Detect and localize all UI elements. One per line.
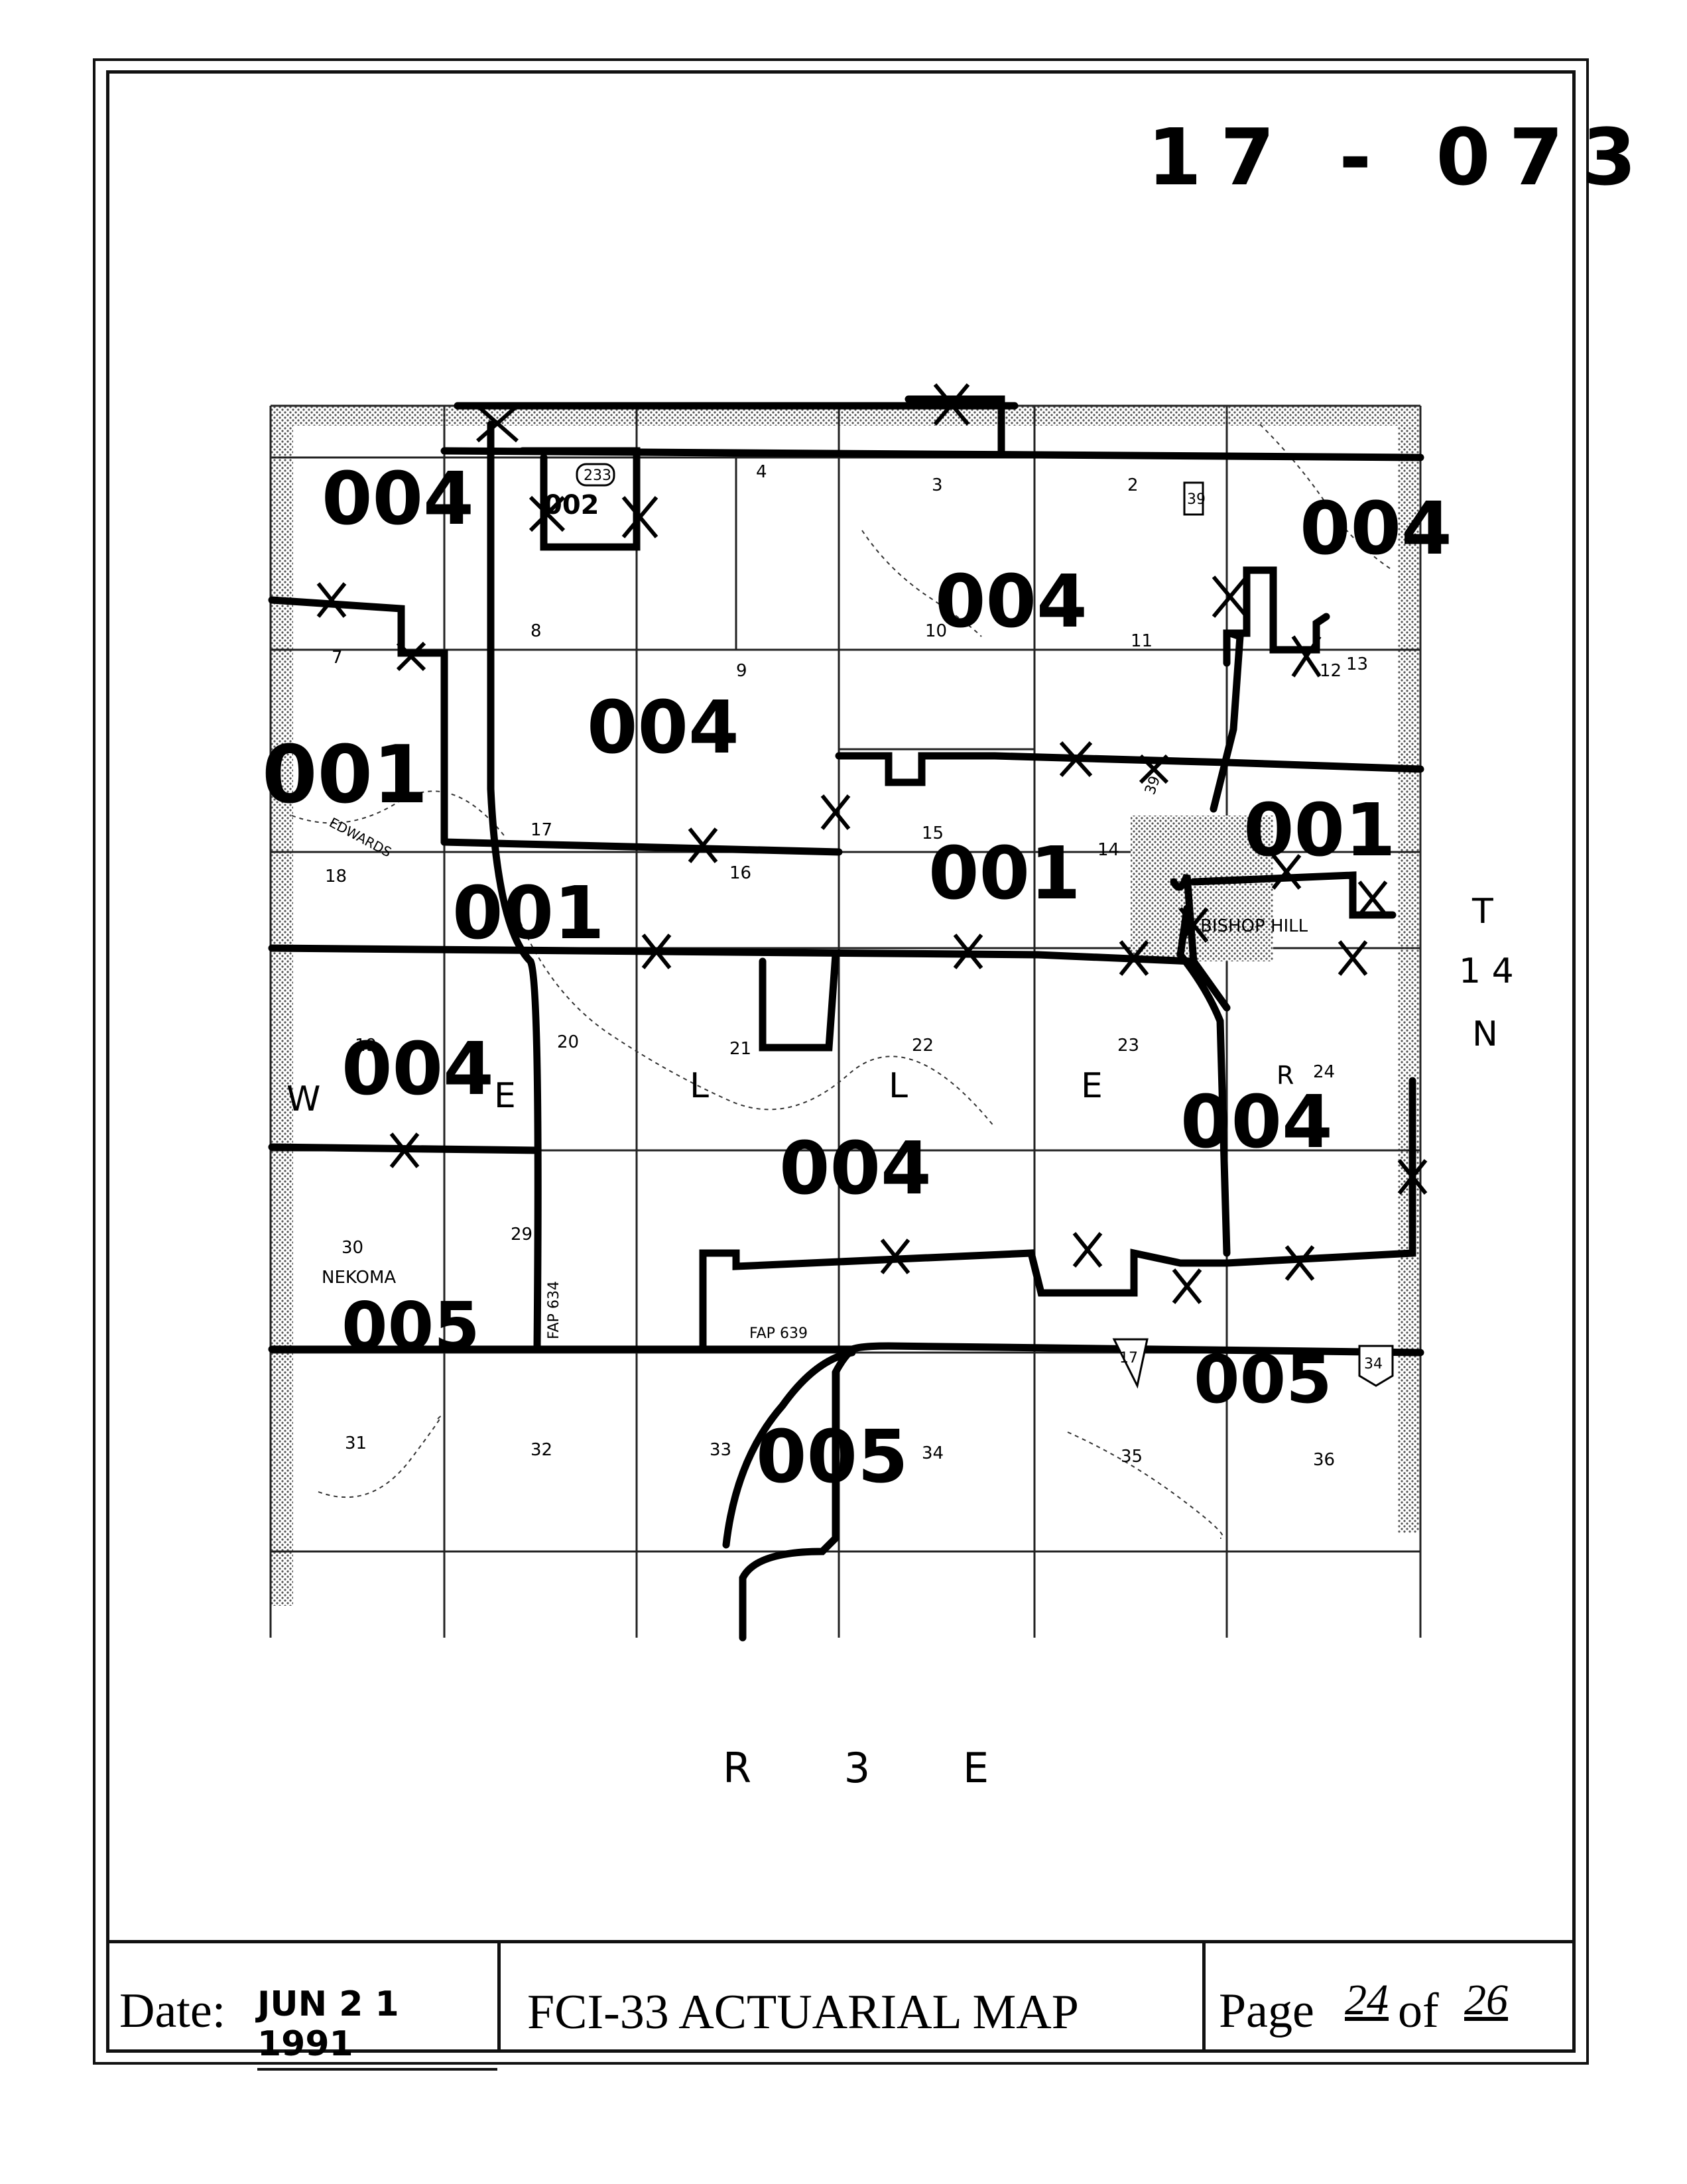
section-7: 7 bbox=[332, 648, 343, 668]
section-20: 20 bbox=[557, 1032, 579, 1052]
section-3: 3 bbox=[932, 475, 943, 495]
fap-634-label: FAP 634 bbox=[546, 1281, 562, 1339]
nekoma-label: NEKOMA bbox=[322, 1268, 396, 1288]
outer-frame bbox=[93, 58, 1589, 2065]
page-number: 24 bbox=[1345, 1976, 1389, 2024]
route-233-label: 233 bbox=[584, 467, 611, 484]
township-number-label: 1 4 bbox=[1459, 951, 1514, 991]
title-cell: FCI-33 ACTUARIAL MAP bbox=[501, 1943, 1206, 2053]
zone-codes: 004 002 004 004 004 001 001 001 001 004 … bbox=[262, 456, 1452, 1499]
x-marks bbox=[316, 383, 1428, 1304]
range-label: R 3 E bbox=[723, 1744, 1029, 1792]
section-33: 33 bbox=[710, 1440, 731, 1460]
date-stamp: JUN 2 1 1991 bbox=[257, 1984, 497, 2071]
of-label: of bbox=[1398, 1984, 1439, 2038]
zone-code: 005 bbox=[756, 1414, 908, 1499]
zone-code: 001 bbox=[262, 729, 428, 821]
fap-639-label: FAP 639 bbox=[749, 1325, 808, 1342]
map-number: 17 - 073 bbox=[1147, 111, 1655, 203]
section-30: 30 bbox=[342, 1238, 363, 1258]
route-34-label: 34 bbox=[1364, 1356, 1383, 1372]
section-15: 15 bbox=[922, 823, 944, 843]
bishop-hill-label: BISHOP HILL bbox=[1200, 916, 1308, 936]
township-n-label: N bbox=[1472, 1014, 1498, 1054]
letter-w: W bbox=[286, 1079, 320, 1119]
zone-code: 005 bbox=[1194, 1341, 1332, 1418]
boundary-strips bbox=[271, 406, 1420, 1606]
route-39-label: 39 bbox=[1187, 491, 1206, 508]
section-11: 11 bbox=[1131, 631, 1153, 651]
zone-code: 001 bbox=[452, 871, 605, 955]
inner-frame bbox=[106, 70, 1576, 2053]
zone-code: 005 bbox=[342, 1288, 480, 1365]
page-label: Page bbox=[1219, 1984, 1314, 2038]
letter-e-2: E bbox=[1081, 1066, 1103, 1106]
compass-letters: W E L L E R bbox=[286, 1061, 1294, 1119]
section-24: 24 bbox=[1313, 1062, 1335, 1082]
road-labels: 233 39 39 17 34 FAP 634 FAP 639 bbox=[546, 463, 1394, 1389]
zone-code: 004 bbox=[322, 456, 474, 541]
section-23: 23 bbox=[1117, 1036, 1139, 1056]
township-t-label: T bbox=[1472, 892, 1493, 932]
route-17-label: 17 bbox=[1119, 1350, 1138, 1366]
map-title: FCI-33 ACTUARIAL MAP bbox=[527, 1985, 1079, 2039]
section-numbers: 13 2 3 4 7 8 9 10 11 12 14 15 16 17 18 1… bbox=[325, 462, 1368, 1470]
section-31: 31 bbox=[345, 1433, 367, 1453]
section-4: 4 bbox=[756, 462, 767, 482]
zone-code: 002 bbox=[544, 490, 599, 520]
section-8: 8 bbox=[531, 621, 542, 641]
section-17: 17 bbox=[531, 820, 552, 840]
section-21: 21 bbox=[729, 1039, 751, 1059]
zone-code: 004 bbox=[587, 685, 739, 770]
zone-code: 001 bbox=[928, 831, 1081, 916]
section-18: 18 bbox=[325, 867, 347, 886]
letter-l-1: L bbox=[690, 1066, 709, 1106]
section-13: 13 bbox=[1346, 654, 1368, 674]
zone-code: 001 bbox=[1243, 788, 1396, 873]
section-14: 14 bbox=[1097, 840, 1119, 860]
letter-l-2: L bbox=[889, 1066, 908, 1106]
zone-boundaries bbox=[268, 395, 1424, 1642]
zone-code: 004 bbox=[1300, 486, 1452, 571]
section-12: 12 bbox=[1320, 661, 1342, 681]
zone-code: 004 bbox=[342, 1026, 494, 1111]
section-35: 35 bbox=[1121, 1447, 1143, 1467]
zone-code: 004 bbox=[1180, 1079, 1333, 1164]
section-2: 2 bbox=[1127, 475, 1139, 495]
streams bbox=[291, 424, 1393, 1539]
zone-code: 004 bbox=[935, 559, 1088, 644]
section-34: 34 bbox=[922, 1443, 944, 1463]
section-29: 29 bbox=[511, 1225, 532, 1244]
page-total: 26 bbox=[1464, 1976, 1508, 2024]
page-cell: Page 24 of 26 bbox=[1206, 1943, 1576, 2053]
section-36: 36 bbox=[1313, 1450, 1335, 1470]
date-cell: Date: JUN 2 1 1991 bbox=[106, 1943, 501, 2071]
letter-e: E bbox=[494, 1076, 516, 1116]
date-label: Date: bbox=[119, 1984, 226, 2038]
section-9: 9 bbox=[736, 661, 747, 681]
section-16: 16 bbox=[729, 863, 751, 883]
section-22: 22 bbox=[912, 1036, 934, 1056]
section-32: 32 bbox=[531, 1440, 552, 1460]
section-19: 19 bbox=[355, 1036, 377, 1056]
section-10: 10 bbox=[925, 621, 947, 641]
zone-code: 004 bbox=[779, 1126, 932, 1211]
letter-r: R bbox=[1277, 1061, 1294, 1090]
footer-bar: Date: JUN 2 1 1991 FCI-33 ACTUARIAL MAP … bbox=[106, 1940, 1576, 2071]
